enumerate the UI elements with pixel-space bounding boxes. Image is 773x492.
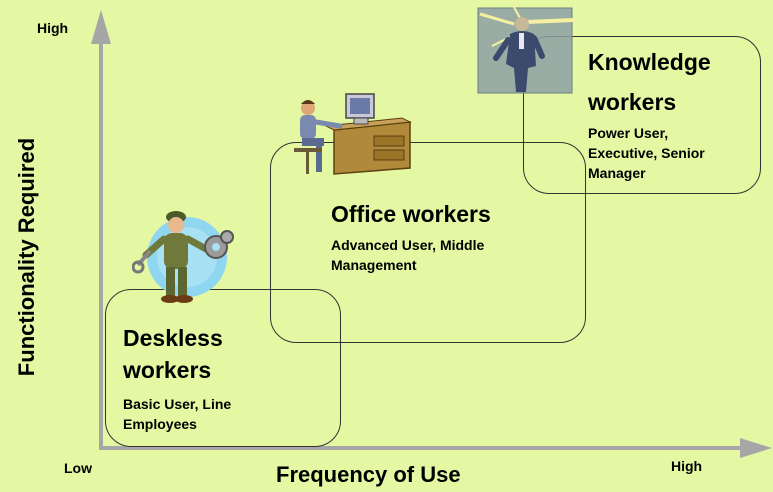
mechanic-clipart-icon xyxy=(132,211,234,303)
deskless-desc-line2: Employees xyxy=(123,416,197,432)
x-axis-title: Frequency of Use xyxy=(276,462,461,487)
deskless-title-line1: Deskless xyxy=(123,325,223,351)
y-axis-high-label: High xyxy=(37,20,69,36)
deskless-desc-line1: Basic User, Line xyxy=(123,396,232,412)
deskless-title-line2: workers xyxy=(123,357,212,383)
knowledge-title-line1: Knowledge xyxy=(588,49,711,75)
knowledge-workers-box xyxy=(523,36,761,194)
deskless-workers-box xyxy=(105,289,341,447)
y-axis-arrowhead xyxy=(91,10,111,44)
office-workers-box xyxy=(270,142,586,343)
knowledge-desc-line3: Manager xyxy=(588,165,646,181)
office-desc-line2: Management xyxy=(331,257,417,273)
office-desk-clipart-icon xyxy=(294,93,412,175)
office-desc-line1: Advanced User, Middle xyxy=(331,237,485,253)
knowledge-desc-line2: Executive, Senior xyxy=(588,145,705,161)
office-title: Office workers xyxy=(331,201,491,227)
knowledge-desc-line1: Power User, xyxy=(588,125,669,141)
x-axis-low-label: Low xyxy=(64,460,92,476)
x-axis-arrowhead xyxy=(740,438,772,458)
executive-clipart-icon xyxy=(477,0,575,94)
x-axis-high-label: High xyxy=(671,458,703,474)
knowledge-title-line2: workers xyxy=(588,89,677,115)
y-axis-title: Functionality Required xyxy=(14,137,39,377)
